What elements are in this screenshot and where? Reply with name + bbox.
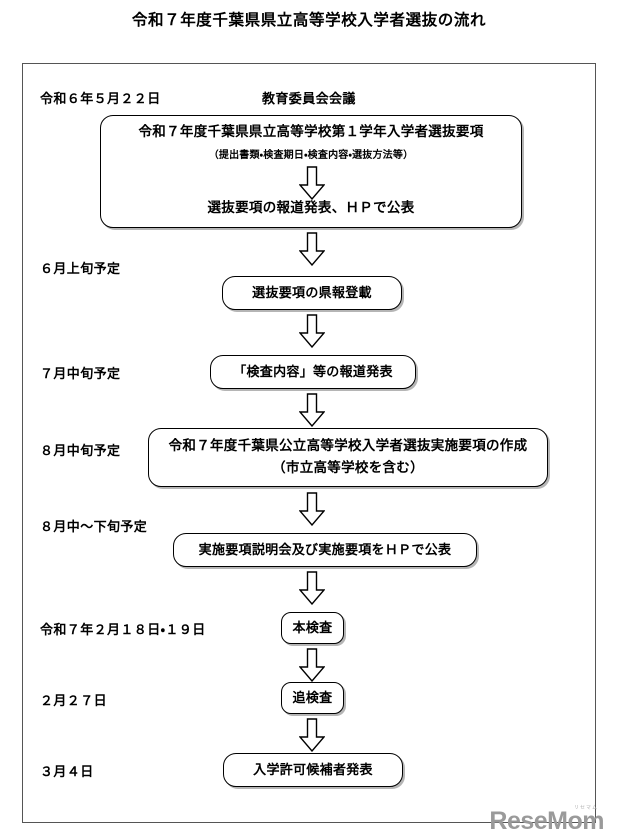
flow-box-step-3[interactable]: 「検査内容」等の報道発表 — [210, 355, 416, 389]
flow-box-step-1[interactable]: 令和７年度千葉県県立高等学校第１学年入学者選抜要項 （提出書類・検査期日・検査内… — [100, 115, 522, 228]
flow-box-step-4[interactable]: 令和７年度千葉県公立高等学校入学者選抜実施要項の作成 （市立高等学校を含む） — [148, 428, 548, 487]
flow-date-step-2: ６月上旬予定 — [40, 261, 121, 276]
flow-date-step-6: 令和７年２月１８日・１９日 — [40, 622, 206, 637]
flow-date-step-5: ８月中～下旬予定 — [40, 519, 148, 534]
down-arrow-4-to-5 — [299, 492, 325, 526]
flow-date-step-3: ７月中旬予定 — [40, 366, 121, 381]
flow-date-step-8: ３月４日 — [40, 764, 94, 779]
watermark-subtitle: リセマム — [573, 805, 598, 811]
flow-box-step-8[interactable]: 入学許可候補者発表 — [223, 753, 403, 787]
flow-box-step-8-label: 入学許可候補者発表 — [253, 761, 373, 777]
flow-date-step-7: ２月２７日 — [40, 693, 108, 708]
down-arrow-7-to-8 — [299, 718, 325, 752]
flow-box-step-5-label: 実施要項説明会及び実施要項をＨＰで公表 — [198, 541, 452, 557]
down-arrow-inner-step-1 — [299, 166, 325, 200]
header-date-label: 令和６年５月２２日 — [40, 91, 161, 106]
flow-box-step-6-label: 本検査 — [292, 619, 333, 635]
flow-box-step-2[interactable]: 選抜要項の県報登載 — [222, 276, 402, 310]
flow-box-step-1-subtitle: （提出書類・検査期日・検査内容・選抜方法等） — [208, 149, 414, 161]
flow-box-step-6[interactable]: 本検査 — [281, 612, 344, 644]
flow-box-step-7-label: 追検査 — [292, 689, 333, 705]
down-arrow-5-to-6 — [299, 571, 325, 605]
down-arrow-1-to-2 — [299, 232, 325, 266]
header-event-label: 教育委員会会議 — [262, 91, 356, 106]
watermark: リセマム ReseMom — [489, 805, 604, 835]
flow-box-step-3-label: 「検査内容」等の報道発表 — [233, 363, 393, 379]
flow-box-step-1-title: 令和７年度千葉県県立高等学校第１学年入学者選抜要項 — [138, 124, 484, 139]
flow-box-step-2-label: 選抜要項の県報登載 — [252, 284, 372, 300]
flow-box-step-1-footer: 選抜要項の報道発表、ＨＰで公表 — [207, 200, 415, 215]
flow-box-step-4-label-line2: （市立高等学校を含む） — [272, 460, 424, 476]
down-arrow-3-to-4 — [299, 393, 325, 427]
flow-box-step-4-label-line1: 令和７年度千葉県公立高等学校入学者選抜実施要項の作成 — [168, 437, 528, 453]
down-arrow-2-to-3 — [299, 314, 325, 348]
flow-box-step-5[interactable]: 実施要項説明会及び実施要項をＨＰで公表 — [173, 533, 477, 567]
flow-box-step-7[interactable]: 追検査 — [281, 682, 344, 714]
down-arrow-6-to-7 — [299, 648, 325, 682]
page-title: 令和７年度千葉県県立高等学校入学者選抜の流れ — [131, 12, 487, 29]
watermark-logo: ReseMom — [489, 807, 604, 835]
flow-date-step-4: ８月中旬予定 — [40, 443, 121, 458]
